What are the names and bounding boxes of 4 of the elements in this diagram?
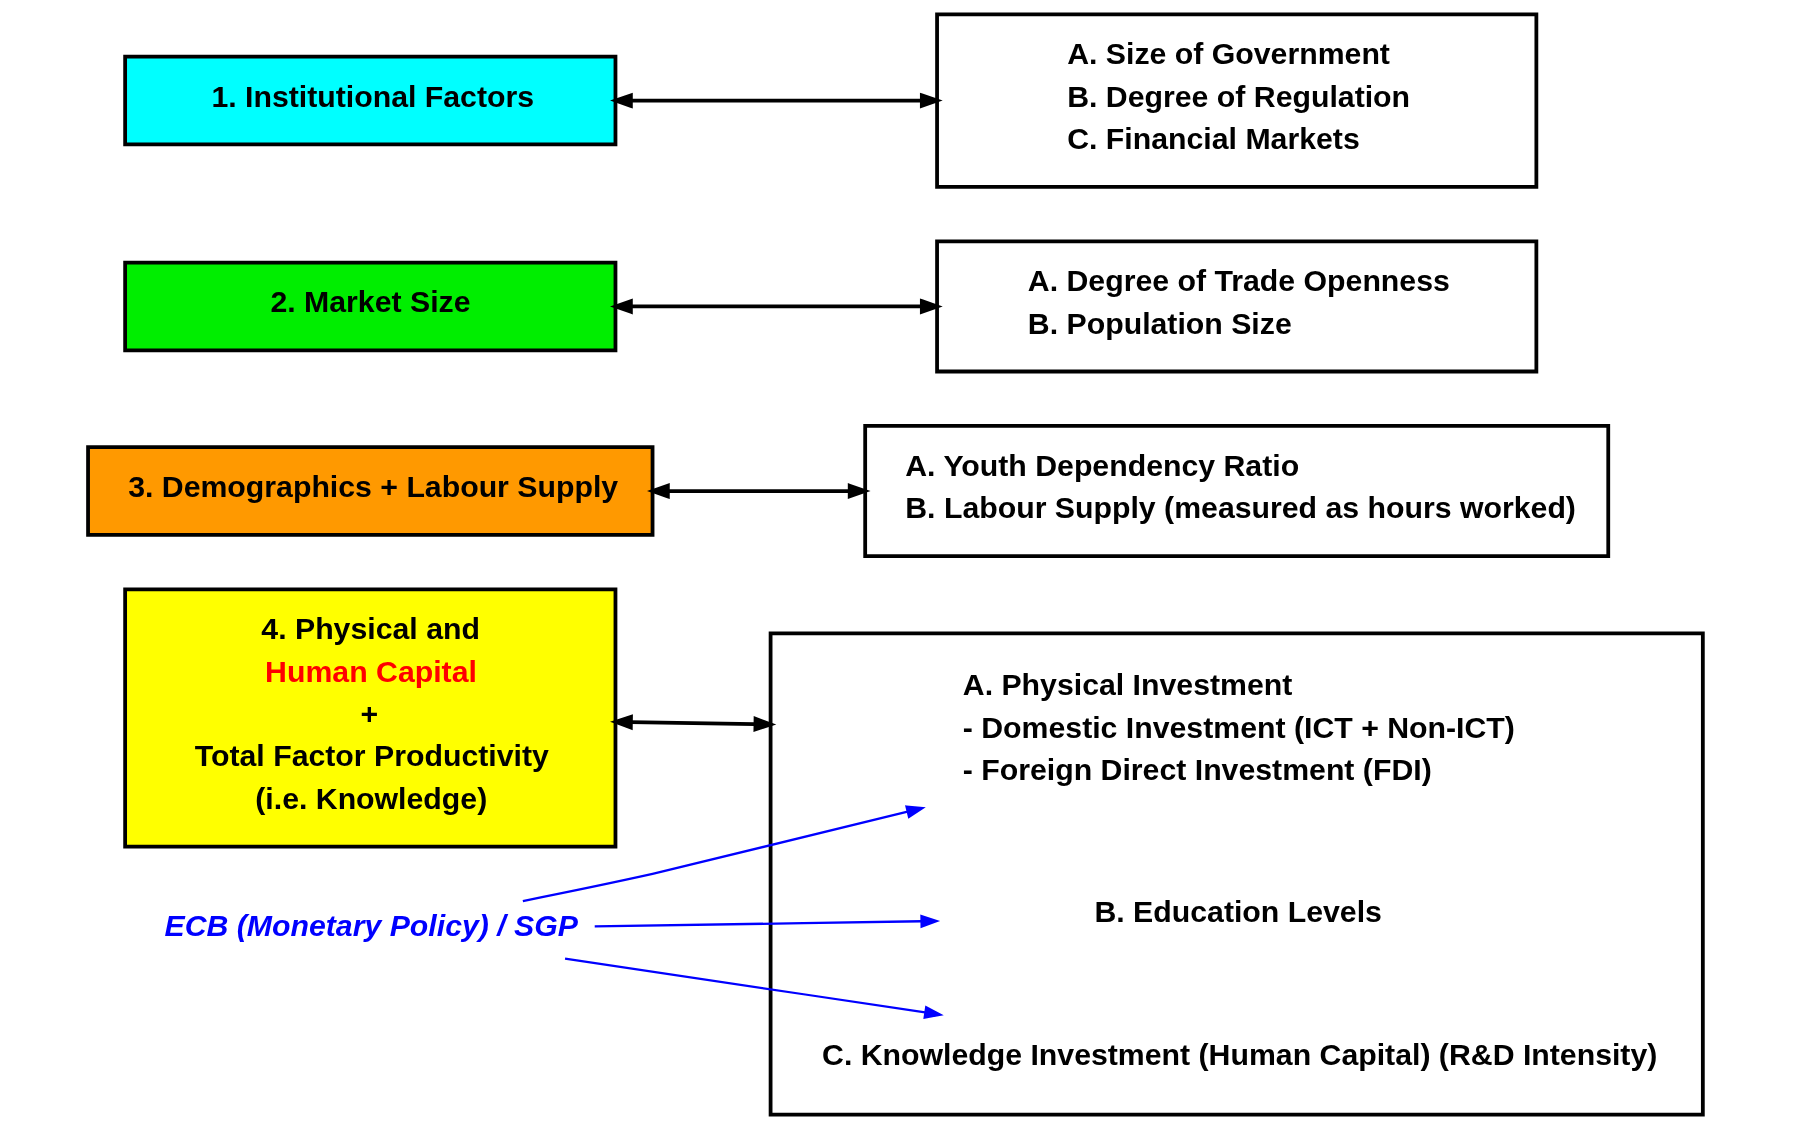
node-text: ECB (Monetary Policy) / SGP — [163, 908, 578, 942]
node-text: A. Physical Investment - Domestic Investment (ICT + Non-ICT) - Foreign Direct Investment (FDI) — [962, 668, 1515, 787]
node-text: B. Education Levels — [1093, 895, 1382, 929]
node-text: C. Knowledge Investment (Human Capital) (R&D Intensity) — [821, 1037, 1657, 1071]
